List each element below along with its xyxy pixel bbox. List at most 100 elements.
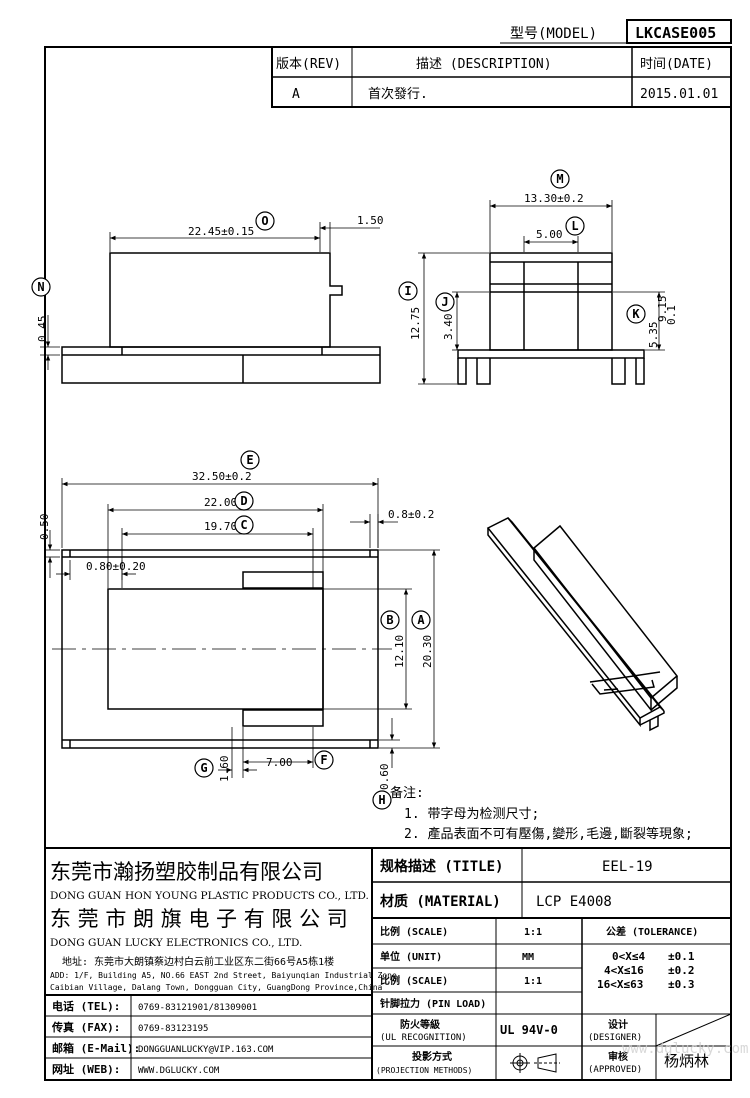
tolerance-2-range: 4<X≤16 bbox=[604, 964, 644, 977]
notes-line2: 2. 產品表面不可有壓傷,變形,毛邊,斷裂等現象; bbox=[404, 826, 693, 842]
side-view bbox=[457, 252, 645, 385]
spec-scale2-value: 1:1 bbox=[524, 976, 542, 987]
letter-m: M bbox=[556, 172, 563, 186]
dim-h-pair: 0.80±0.20 bbox=[86, 560, 146, 573]
tolerance-1-value: ±0.1 bbox=[668, 950, 695, 963]
watermark: www.dglucky.com bbox=[622, 1041, 748, 1057]
letter-d: D bbox=[240, 494, 247, 508]
letter-e: E bbox=[246, 453, 253, 467]
letter-j: J bbox=[441, 295, 448, 309]
dim-top-right: 0.8±0.2 bbox=[388, 508, 434, 521]
desc-value: 首次發行. bbox=[368, 86, 428, 102]
letter-c: C bbox=[240, 518, 247, 532]
tolerance-3-value: ±0.3 bbox=[668, 978, 695, 991]
spec-scale-value: 1:1 bbox=[524, 927, 542, 938]
company-address-en-1: ADD: 1/F, Building A5, NO.66 EAST 2nd St… bbox=[50, 971, 402, 980]
spec-scale-label: 比例 (SCALE) bbox=[380, 925, 448, 938]
callout-d bbox=[234, 491, 254, 511]
contact-web-value: WWW.DGLUCKY.COM bbox=[138, 1066, 220, 1076]
letter-f: F bbox=[320, 753, 327, 767]
dim-k1: 9.15 bbox=[656, 296, 669, 323]
dim-a: 20.30 bbox=[421, 635, 434, 668]
designer-label-2: (DESIGNER) bbox=[588, 1033, 642, 1043]
callout-g bbox=[194, 758, 214, 778]
model-value: LKCASE005 bbox=[635, 24, 716, 42]
contact-tel-label: 电话 (TEL): bbox=[52, 999, 120, 1013]
contact-web-label: 网址 (WEB): bbox=[52, 1062, 120, 1076]
spec-ul-label-1: 防火等級 bbox=[400, 1018, 440, 1031]
notes-line1: 1. 带字母为检测尺寸; bbox=[404, 807, 539, 822]
isometric-view bbox=[486, 517, 679, 732]
company-en-1: DONG GUAN HON YOUNG PLASTIC PRODUCTS CO.… bbox=[50, 890, 369, 902]
letter-k: K bbox=[632, 307, 640, 321]
callout-n bbox=[31, 277, 51, 297]
approved-label-1: 审核 bbox=[608, 1050, 628, 1063]
spec-ul-label-2: (UL RECOGNITION) bbox=[380, 1033, 467, 1043]
tolerance-2-value: ±0.2 bbox=[668, 964, 695, 977]
dim-b: 12.10 bbox=[393, 635, 406, 668]
letter-a: A bbox=[417, 613, 425, 627]
dim-m: 13.30±0.2 bbox=[524, 192, 584, 205]
company-en-2: DONG GUAN LUCKY ELECTRONICS CO., LTD. bbox=[50, 937, 302, 949]
callout-f bbox=[314, 750, 334, 770]
callout-k bbox=[626, 304, 646, 324]
spec-proj-label-2: (PROJECTION METHODS) bbox=[376, 1066, 472, 1075]
header-block bbox=[44, 19, 732, 1081]
letter-n: N bbox=[37, 280, 44, 294]
company-cn-1: 东莞市瀚扬塑胶制品有限公司 bbox=[50, 860, 323, 884]
projection-symbol-icon bbox=[510, 1053, 560, 1073]
callout-a bbox=[411, 610, 431, 630]
spec-title-value: EEL-19 bbox=[602, 859, 653, 875]
rev-label: 版本(REV) bbox=[276, 57, 341, 72]
letter-l: L bbox=[571, 219, 578, 233]
dim-k2: 5.35 bbox=[647, 322, 660, 349]
letter-h: H bbox=[378, 793, 385, 807]
contact-fax-label: 传真 (FAX): bbox=[51, 1020, 120, 1034]
spec-title-label: 规格描述 (TITLE) bbox=[380, 858, 503, 875]
company-address-cn: 地址: 东莞市大朗镇蔡边村白云前工业区东二街66号A5栋1楼 bbox=[62, 955, 334, 968]
dim-n: 0.45 bbox=[36, 316, 49, 343]
contact-fax-value: 0769-83123195 bbox=[138, 1024, 208, 1034]
dim-left-gap: 0.50 bbox=[38, 514, 51, 541]
dim-c: 19.70 bbox=[204, 520, 237, 533]
tolerance-label: 公差 (TOLERANCE) bbox=[606, 925, 698, 938]
dim-g: 1.60 bbox=[218, 756, 231, 783]
dim-h: 0.60 bbox=[378, 764, 391, 791]
callout-e bbox=[240, 450, 260, 470]
spec-unit-label: 单位 (UNIT) bbox=[380, 950, 442, 963]
rev-value: A bbox=[292, 87, 300, 102]
letter-callouts bbox=[31, 169, 646, 810]
spec-material-value: LCP E4008 bbox=[536, 894, 612, 910]
dim-i: 12.75 bbox=[409, 307, 422, 340]
letter-g: G bbox=[200, 761, 207, 775]
contact-tel-value: 0769-83121901/81309001 bbox=[138, 1003, 257, 1013]
contact-email-value: DONGGUANLUCKY@VIP.163.COM bbox=[138, 1045, 274, 1055]
notes-title: 备注: bbox=[390, 785, 424, 801]
model-label: 型号(MODEL) bbox=[510, 26, 597, 42]
spec-proj-label-1: 投影方式 bbox=[412, 1050, 452, 1063]
front-view bbox=[61, 252, 381, 384]
spec-scale2-label: 比例 (SCALE) bbox=[380, 974, 448, 987]
letter-i: I bbox=[404, 284, 411, 298]
callout-o bbox=[255, 211, 275, 231]
dim-o: 22.45±0.15 bbox=[188, 225, 254, 238]
contact-email-label: 邮箱 (E-Mail): bbox=[52, 1041, 140, 1055]
company-cn-2: 东 莞 市 朗 旗 电 子 有 限 公 司 bbox=[50, 907, 348, 931]
date-label: 时间(DATE) bbox=[640, 57, 713, 72]
dim-f: 7.00 bbox=[266, 756, 293, 769]
dim-j: 3.40 bbox=[442, 314, 455, 341]
top-view-dims bbox=[44, 478, 440, 778]
callout-j bbox=[435, 292, 455, 312]
spec-material-label: 材质 (MATERIAL) bbox=[380, 893, 501, 910]
side-view-dims bbox=[418, 200, 665, 385]
tolerance-1-range: 0<X≤4 bbox=[612, 950, 645, 963]
callout-l bbox=[565, 216, 585, 236]
spec-pin-label: 针脚拉力 (PIN LOAD) bbox=[380, 997, 486, 1010]
callout-h bbox=[372, 790, 392, 810]
tolerance-3-range: 16<X≤63 bbox=[597, 978, 643, 991]
spec-ul-value: UL 94V-0 bbox=[500, 1023, 558, 1037]
callout-c bbox=[234, 515, 254, 535]
approved-label-2: (APPROVED) bbox=[588, 1065, 642, 1075]
approver-name: 杨炳林 bbox=[664, 1052, 709, 1070]
